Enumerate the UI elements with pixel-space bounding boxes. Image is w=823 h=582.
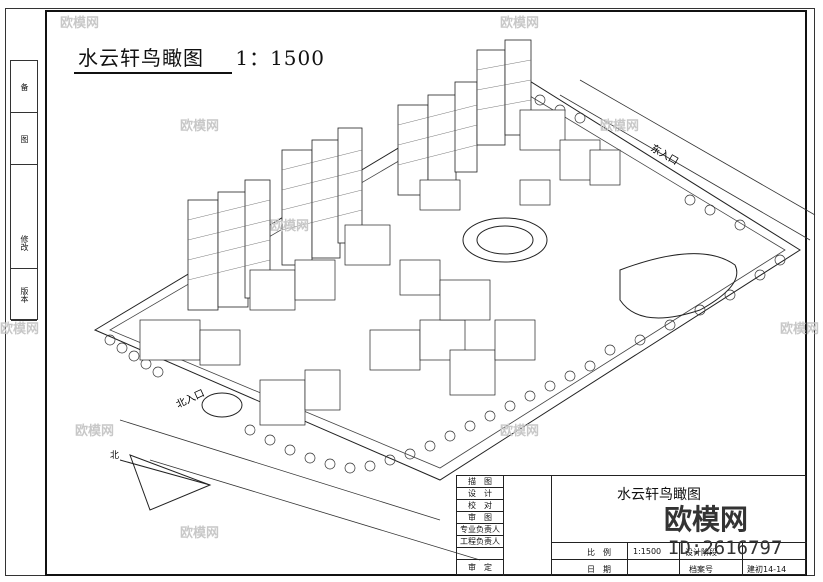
title-underline xyxy=(74,72,232,74)
watermark-text: 欧模网 xyxy=(0,322,40,337)
entrance-right-label: 东入口 xyxy=(649,141,681,167)
tb-row-label: 校 对 xyxy=(457,500,503,512)
strip-cell: 版本 xyxy=(11,269,37,321)
tb-row-label: 专业负责人 xyxy=(457,524,503,536)
tb-scale-label: 比 例 xyxy=(587,548,611,557)
compass-line xyxy=(119,459,211,486)
watermark-text: 欧模网 xyxy=(60,16,100,31)
watermark-text: 欧模网 xyxy=(600,119,640,134)
tb-divider xyxy=(551,476,552,576)
title-block: 描 图 设 计 校 对 审 图 专业负责人 工程负责人 审 定 水云轩鸟瞰图 比… xyxy=(456,475,807,576)
tb-row-label: 审 定 xyxy=(468,563,492,572)
tower-group xyxy=(187,39,532,311)
road-line xyxy=(579,79,816,216)
tb-row-label: 描 图 xyxy=(457,476,503,488)
plan-scale: 1：1500 xyxy=(235,46,325,70)
tb-row-label: 设 计 xyxy=(457,488,503,500)
strip-cell: 备 xyxy=(11,61,37,113)
sports-track xyxy=(619,253,738,319)
compass-label: 北 xyxy=(110,450,119,461)
plan-title: 水云轩鸟瞰图 1：1500 xyxy=(74,42,325,74)
tb-drawing-no: 建初14-14 xyxy=(747,565,787,574)
watermark-text: 欧模网 xyxy=(780,322,820,337)
left-revision-strip: 备 图 修改 版本 xyxy=(10,60,38,321)
tb-stage-label: 设计阶段 xyxy=(685,548,717,557)
tb-archive-label: 档案号 xyxy=(689,565,713,574)
strip-cell: 图 xyxy=(11,113,37,165)
watermark-text: 欧模网 xyxy=(180,119,220,134)
watermark-id: ID:2616797 xyxy=(668,537,783,559)
compass-arrow xyxy=(129,454,212,511)
tb-row-label xyxy=(457,548,503,560)
tb-divider xyxy=(679,542,680,576)
strip-cell: 修改 xyxy=(11,217,37,269)
watermark-text: 欧模网 xyxy=(180,526,220,541)
watermark-text: 欧模网 xyxy=(500,16,540,31)
drawing-frame xyxy=(45,10,807,576)
tb-date-label: 日 期 xyxy=(587,565,611,574)
central-plaza xyxy=(462,217,548,263)
tb-row-label: 审 图 xyxy=(457,512,503,524)
tb-column xyxy=(503,476,552,576)
road-line xyxy=(119,419,441,521)
tower-floor-lines xyxy=(187,59,532,281)
watermark-text: 欧模网 xyxy=(75,424,115,439)
site-inner-boundary xyxy=(109,89,786,469)
entrance-left-label: 北入口 xyxy=(174,387,206,411)
road-line xyxy=(559,94,811,241)
watermark-text: 欧模网 xyxy=(270,219,310,234)
plan-title-text: 水云轩鸟瞰图 xyxy=(78,46,204,70)
tb-title: 水云轩鸟瞰图 xyxy=(617,487,701,503)
watermark-brand: 欧模网 xyxy=(664,503,749,536)
tb-scale-value: 1:1500 xyxy=(633,547,662,556)
tb-divider xyxy=(627,542,628,576)
road-line xyxy=(149,459,481,561)
central-plaza-inner xyxy=(476,225,534,255)
lowrise-group xyxy=(139,109,621,426)
tb-row-label: 工程负责人 xyxy=(457,536,503,548)
watermark-text: 欧模网 xyxy=(500,424,540,439)
site-boundary xyxy=(93,74,801,481)
tb-divider xyxy=(742,542,743,576)
tree-row xyxy=(104,94,786,474)
plaza-left xyxy=(201,392,243,418)
